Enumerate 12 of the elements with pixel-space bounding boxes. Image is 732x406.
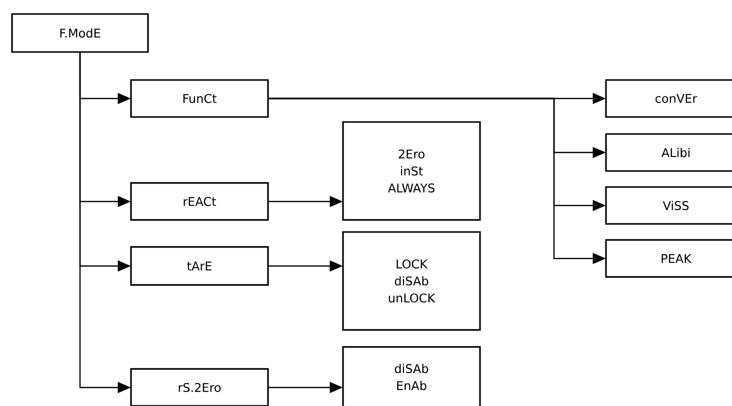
menu-box: conVEr <box>605 79 732 118</box>
menu-box: diSAb EnAb <box>342 346 481 406</box>
menu-box: LOCK diSAb unLOCK <box>342 231 481 331</box>
menu-box: FunCt <box>130 79 269 118</box>
menu-box: ViSS <box>605 186 732 225</box>
menu-box: rS.2Ero <box>130 368 269 406</box>
menu-box: 2Ero inSt ALWAYS <box>342 121 481 221</box>
menu-box: rEACt <box>130 182 269 221</box>
menu-box: ALibi <box>605 133 732 172</box>
menu-box: PEAK <box>605 239 732 278</box>
menu-box: F.ModE <box>11 13 149 53</box>
menu-box: tArE <box>130 246 269 286</box>
